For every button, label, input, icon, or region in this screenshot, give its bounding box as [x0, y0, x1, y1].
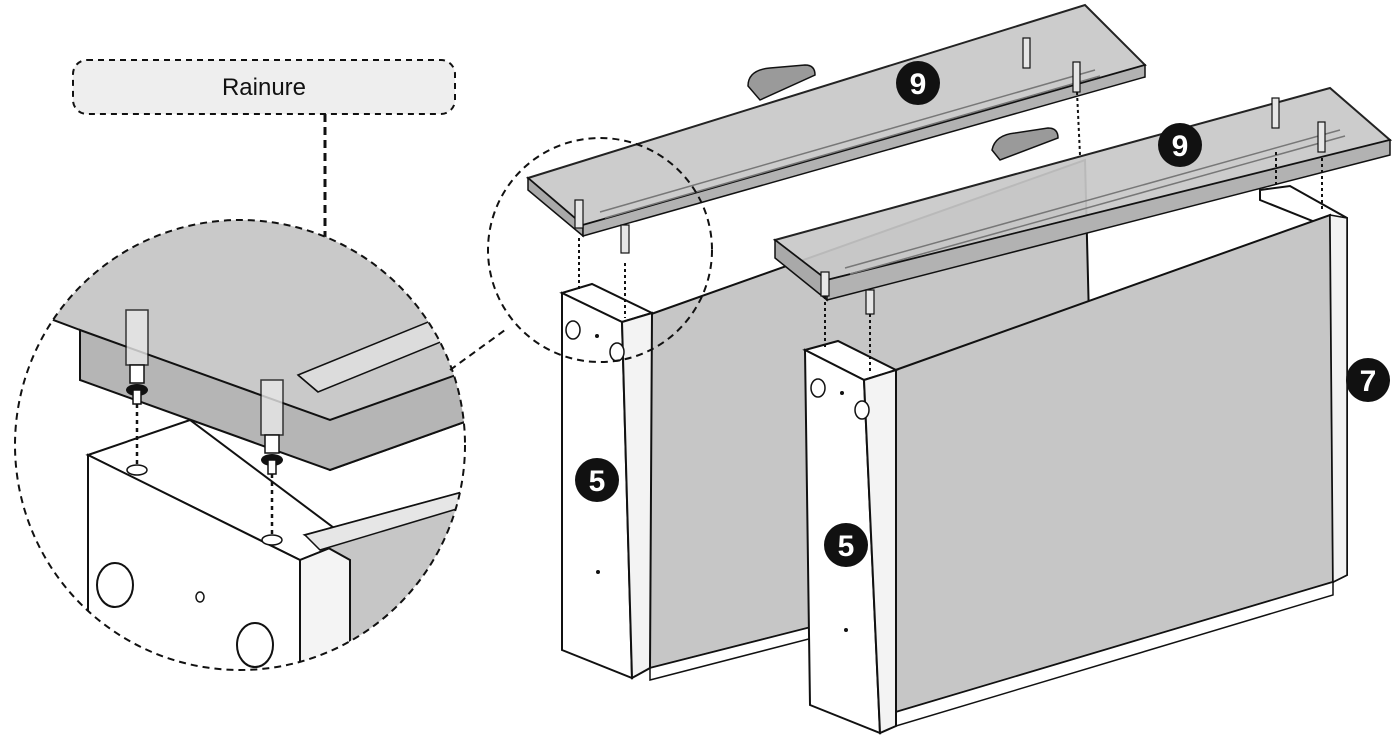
zoom-cam-hole-left: [96, 562, 134, 608]
zoom-cam-pin-right: [260, 379, 284, 475]
badge-top-panel-front-label: 9: [1172, 130, 1189, 163]
zoom-top-panel-edge: [79, 328, 465, 472]
badge-back-panel: 7: [1346, 358, 1390, 402]
zoom-dowel-hole-left: [126, 464, 148, 476]
badge-side-panel-rear: 5: [575, 458, 619, 502]
groove-callout-box: [72, 59, 456, 115]
badge-top-panel-rear-label: 9: [910, 68, 927, 101]
zoom-cam-pin-left: [125, 309, 149, 405]
detail-zoom: [14, 219, 506, 671]
zoom-back-panel-lip: [303, 489, 465, 551]
badge-top-panel-rear: 9: [896, 61, 940, 105]
badge-back-panel-label: 7: [1360, 365, 1377, 398]
front-assembly: [772, 86, 1393, 735]
front-side-panel-edge: [862, 368, 897, 735]
badge-side-panel-rear-label: 5: [589, 465, 606, 498]
zoom-circle-border: [14, 219, 466, 671]
badge-side-panel-front: 5: [824, 523, 868, 567]
badge-top-panel-front: 9: [1158, 123, 1202, 167]
groove-callout: Rainure: [72, 59, 456, 362]
badge-side-panel-front-label: 5: [838, 530, 855, 563]
zoom-cam-hole-right: [236, 622, 274, 668]
zoom-leader-line: [449, 329, 506, 371]
zoom-side-panel-side: [299, 538, 351, 670]
rear-handle: [747, 64, 816, 101]
front-handle: [991, 127, 1059, 161]
rear-side-panel-edge: [620, 311, 654, 680]
rear-zoom-marker: [487, 137, 713, 363]
zoom-dowel-hole-right: [261, 534, 283, 546]
zoom-small-hole: [195, 591, 205, 603]
groove-callout-label: Rainure: [222, 74, 306, 101]
